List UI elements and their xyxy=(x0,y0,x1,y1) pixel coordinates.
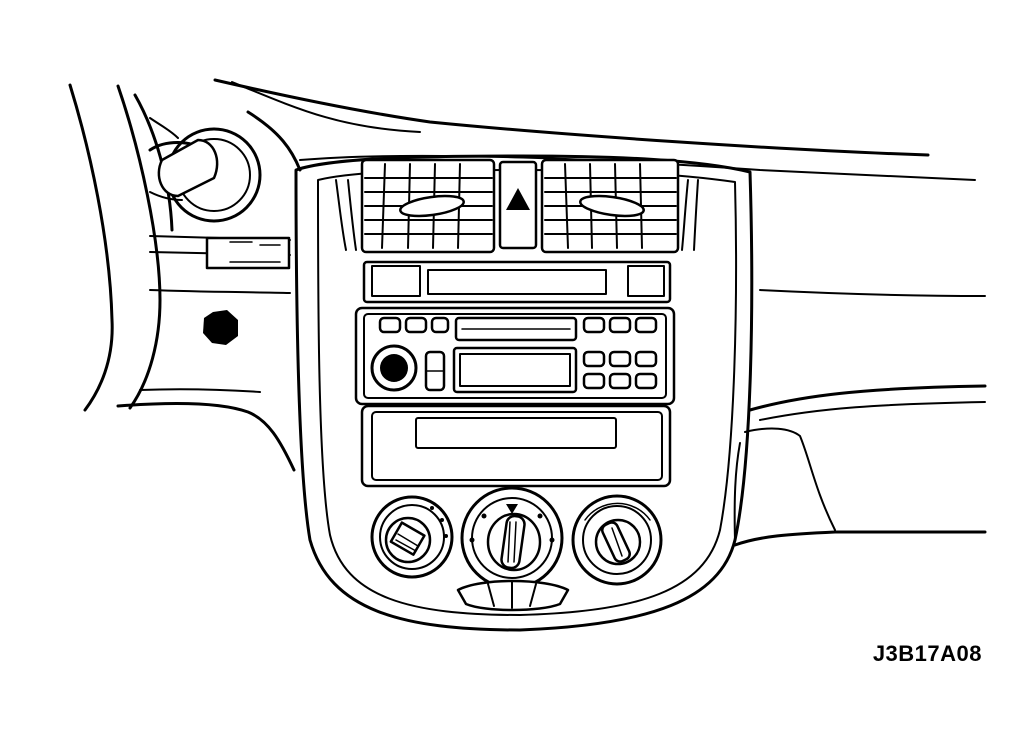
upper-storage-slot xyxy=(364,262,670,302)
trim-clip xyxy=(207,238,289,268)
figure-code: J3B17A08 xyxy=(872,641,982,666)
hazard-button xyxy=(500,162,536,248)
ignition-switch xyxy=(150,118,260,221)
air-distribution-knob xyxy=(462,488,562,588)
temperature-knob xyxy=(573,496,661,584)
radio-unit xyxy=(356,308,674,404)
storage-pocket xyxy=(362,406,670,486)
fan-speed-knob xyxy=(372,497,452,577)
steering-wheel xyxy=(70,85,172,410)
screw-cover xyxy=(203,310,238,345)
climate-button-bar xyxy=(458,581,568,610)
air-vents xyxy=(336,160,698,252)
